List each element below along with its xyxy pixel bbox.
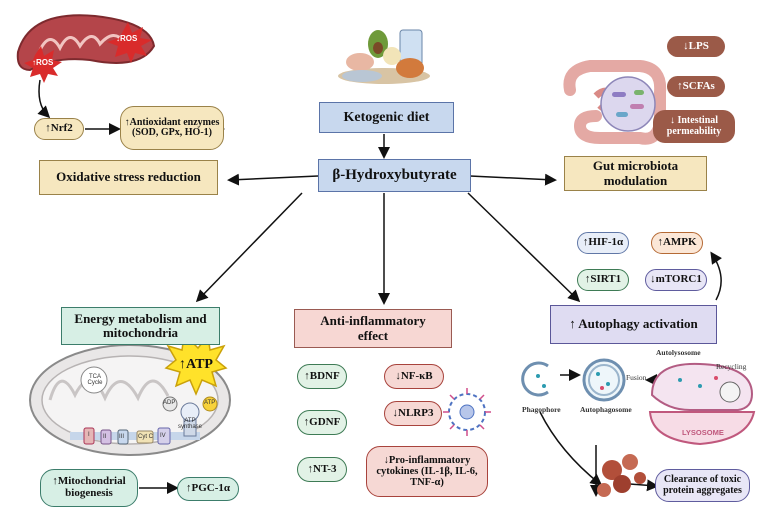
atp-small-label: ATP (204, 400, 216, 406)
autolysosome-label: Autolysosome (656, 348, 701, 357)
bdnf-pill: ↑BDNF (297, 364, 347, 389)
ampk-pill: ↑AMPK (651, 232, 703, 254)
phagophore-label: Phagophore (522, 405, 561, 414)
lysosome-icon (648, 411, 756, 446)
complex-iv-label: IV (160, 433, 166, 439)
cyt-c-label: Cyt C (138, 434, 153, 440)
autophagosome-icon (582, 358, 626, 402)
adp-label: ADP (163, 400, 176, 406)
energy-metabolism-box: Energy metabolism and mitochondria (61, 307, 220, 345)
mtorc1-pill: ↓mTORC1 (645, 269, 707, 291)
pgc-pill: ↑PGC-1α (177, 477, 239, 501)
hif-pill: ↑HIF-1α (577, 232, 629, 254)
nrf2-pill: ↑Nrf2 (34, 118, 84, 140)
anti-inflammatory-box: Anti-inflammatory effect (294, 309, 452, 348)
lps-pill: ↓LPS (667, 36, 725, 57)
atp-synthase-label: ATP synthase (178, 418, 203, 430)
oxidative-stress-box: Oxidative stress reduction (39, 160, 218, 195)
ros-burst-down-icon (107, 22, 152, 63)
autophagosome-label: Autophagosome (580, 405, 632, 414)
nfkb-pill: ↓NF-κB (384, 364, 444, 389)
recycling-icon (719, 381, 741, 403)
atp-burst-icon (164, 334, 228, 396)
tca-cycle-label: TCA Cycle (87, 374, 103, 386)
complex-iii-label: III (119, 434, 125, 440)
ros-down-label: ↓ROS (116, 34, 138, 43)
inflammasome-icon (443, 388, 491, 436)
flow-arrows (37, 79, 722, 497)
bhb-box: β-Hydroxybutyrate (318, 159, 471, 192)
sirt1-pill: ↑SIRT1 (577, 269, 629, 291)
autophagy-box: ↑ Autophagy activation (550, 305, 717, 344)
ros-burst-up-icon (24, 46, 62, 83)
cytokines-pill: ↓Pro-inflammatory cytokines (IL-1β, IL-6… (366, 446, 488, 497)
complex-ii-label: II (103, 434, 107, 440)
complex-i-label: I (88, 432, 90, 438)
gdnf-pill: ↑GDNF (297, 410, 347, 435)
phagophore-icon (521, 361, 549, 397)
ketogenic-diet-box: Ketogenic diet (319, 102, 454, 133)
recycling-label: Recycling (716, 362, 747, 371)
nt3-pill: ↑NT-3 (297, 457, 347, 482)
protein-aggregates-icon (597, 454, 646, 497)
clearance-pill: Clearance of toxic protein aggregates (655, 469, 750, 502)
bacteria-cluster-icon (600, 76, 656, 132)
ros-up-label: ↑ROS (32, 58, 54, 67)
nlrp3-pill: ↓NLRP3 (384, 401, 442, 426)
bacteria-icon (612, 90, 644, 117)
food-icon (338, 29, 430, 84)
mitochondrial-biogenesis-pill: ↑Mitochondrial biogenesis (40, 469, 138, 507)
lysosome-label: LYSOSOME (682, 428, 724, 437)
antioxidant-enzymes-pill: ↑Antioxidant enzymes (SOD, GPx, HO-1) (120, 106, 224, 150)
atp-burst-label: ↑ATP (179, 357, 213, 372)
fusion-label: Fusion (626, 373, 647, 382)
scfas-pill: ↑SCFAs (667, 76, 725, 97)
permeability-pill: ↓ Intestinal permeability (653, 110, 735, 143)
gut-microbiota-box: Gut microbiota modulation (564, 156, 707, 191)
